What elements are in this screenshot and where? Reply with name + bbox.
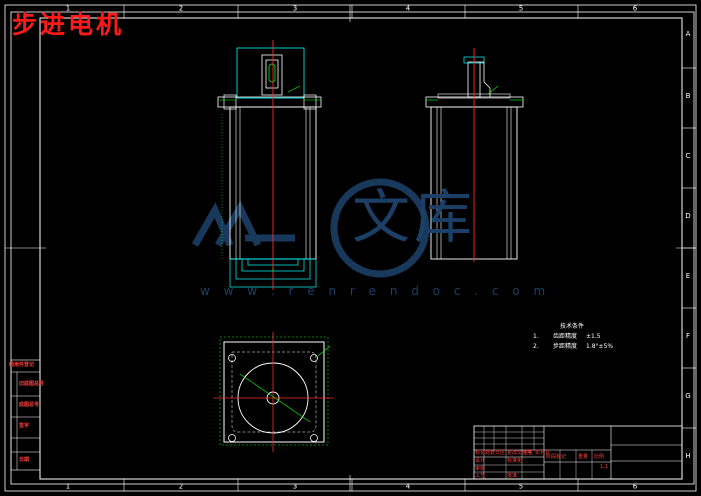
watermark-text: 文库	[352, 183, 477, 251]
row-label: D	[685, 212, 690, 220]
side-table-grid	[10, 359, 41, 471]
tech-item-1-num: 1.	[533, 333, 539, 340]
row-label: B	[686, 92, 691, 100]
tech-item-2-num: 2.	[533, 343, 539, 350]
side-cell-3: 签字	[19, 423, 30, 429]
tb-label-9: 工艺	[475, 473, 486, 479]
tb-label-10: 批准	[507, 473, 518, 479]
tb-label-2: 分区	[495, 450, 506, 456]
tb-label-1: 处数	[485, 450, 496, 456]
column-label: 5	[519, 5, 523, 13]
column-label: 5	[519, 483, 523, 491]
column-label: 1	[66, 5, 70, 13]
tb-label-11: 阶段标记	[546, 454, 567, 460]
tb-label-7: 标准化	[507, 458, 523, 464]
front-view	[217, 40, 322, 290]
row-label: A	[686, 30, 691, 38]
column-label: 1	[66, 483, 70, 491]
drawing-title: 步进电机	[12, 10, 125, 39]
tb-label-13: 比例	[594, 454, 605, 460]
column-label: 6	[633, 483, 638, 491]
column-label: 4	[406, 483, 411, 491]
tb-label-12: 重量	[578, 454, 589, 460]
tech-requirements-heading: 技术条件	[560, 323, 585, 330]
side-cell-4: 日期	[19, 457, 30, 463]
row-label: G	[685, 392, 690, 400]
outer-frame	[4, 4, 697, 492]
tech-item-2-value: 1.8°±5%	[586, 343, 614, 350]
watermark-url: w w w . r e n r e n d o c . c o m	[200, 284, 551, 298]
column-label: 3	[293, 5, 297, 13]
top-view	[213, 332, 333, 452]
row-label: E	[686, 272, 690, 280]
side-view	[425, 48, 524, 262]
tb-label-0: 标记	[475, 450, 486, 456]
tb-label-6: 设计	[475, 458, 486, 464]
tb-label-4: 签名	[523, 450, 534, 456]
side-cell-1: 旧底图总号	[19, 381, 45, 387]
side-cell-0: 借用件登记	[9, 362, 35, 368]
drawing-border	[39, 17, 683, 480]
column-label: 3	[293, 483, 297, 491]
row-label: H	[685, 452, 690, 460]
tech-item-2-label: 步距精度	[553, 343, 578, 350]
tb-scale: 1:1	[600, 464, 609, 470]
side-cell-2: 底图总号	[19, 402, 40, 408]
tech-item-1-label: 齿距精度	[553, 333, 578, 340]
column-label: 6	[633, 5, 638, 13]
title-block-grid	[473, 425, 683, 480]
tech-item-1-value: ±1.5	[586, 333, 601, 340]
tb-label-3: 更改文件号	[507, 450, 533, 456]
tb-label-8: 审核	[475, 466, 486, 472]
column-label: 2	[179, 483, 183, 491]
column-label: 2	[179, 5, 183, 13]
tb-label-5: 年月日	[535, 450, 551, 456]
row-label: C	[686, 152, 691, 160]
column-label: 4	[406, 5, 411, 13]
row-label: F	[686, 332, 690, 340]
